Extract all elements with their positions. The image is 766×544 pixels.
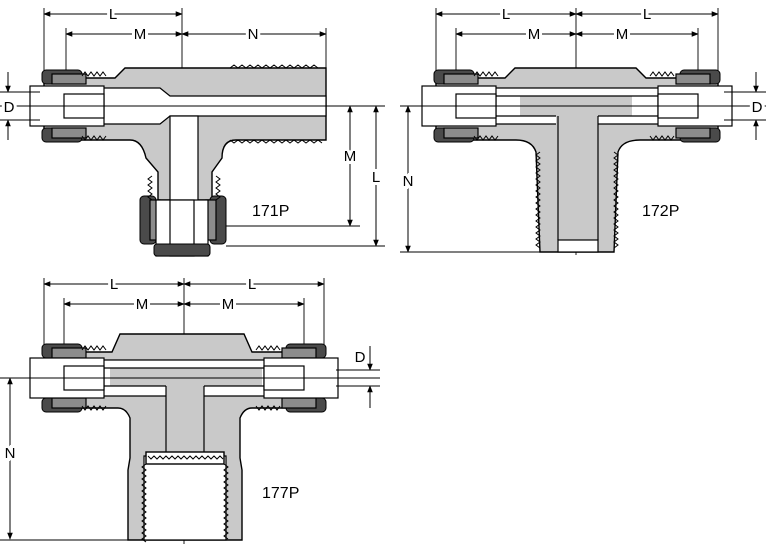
- dim-m-172p: M: [528, 26, 541, 43]
- dim-l-172p: L: [502, 6, 510, 23]
- model-label-172p: 172P: [642, 203, 679, 220]
- dim-m2-177p: M: [222, 296, 235, 313]
- dim-l-171p: L: [109, 6, 117, 23]
- dim-d-172p: D: [752, 99, 763, 116]
- dim-m2-172p: M: [616, 26, 629, 43]
- dim-l2-171p: L: [372, 169, 380, 186]
- dim-l2-177p: L: [248, 276, 256, 293]
- dim-n-172p: N: [403, 173, 414, 190]
- dim-l-177p: L: [110, 276, 118, 293]
- dim-d-177p: D: [355, 349, 366, 366]
- drawing-171p: L M N D M L 171P: [0, 3, 385, 257]
- model-label-171p: 171P: [252, 203, 289, 220]
- model-label-177p: 177P: [262, 485, 299, 502]
- dim-d-171p: D: [4, 99, 15, 116]
- drawing-177p: L L M M D N 177P: [0, 273, 380, 544]
- drawing-172p: L L M M D N 172P: [400, 3, 766, 255]
- dim-n-171p: N: [248, 26, 259, 43]
- dim-m-171p: M: [134, 26, 147, 43]
- dim-l2-172p: L: [643, 6, 651, 23]
- dim-n-177p: N: [5, 445, 16, 462]
- dim-m2-171p: M: [344, 148, 357, 165]
- dim-m-177p: M: [136, 296, 149, 313]
